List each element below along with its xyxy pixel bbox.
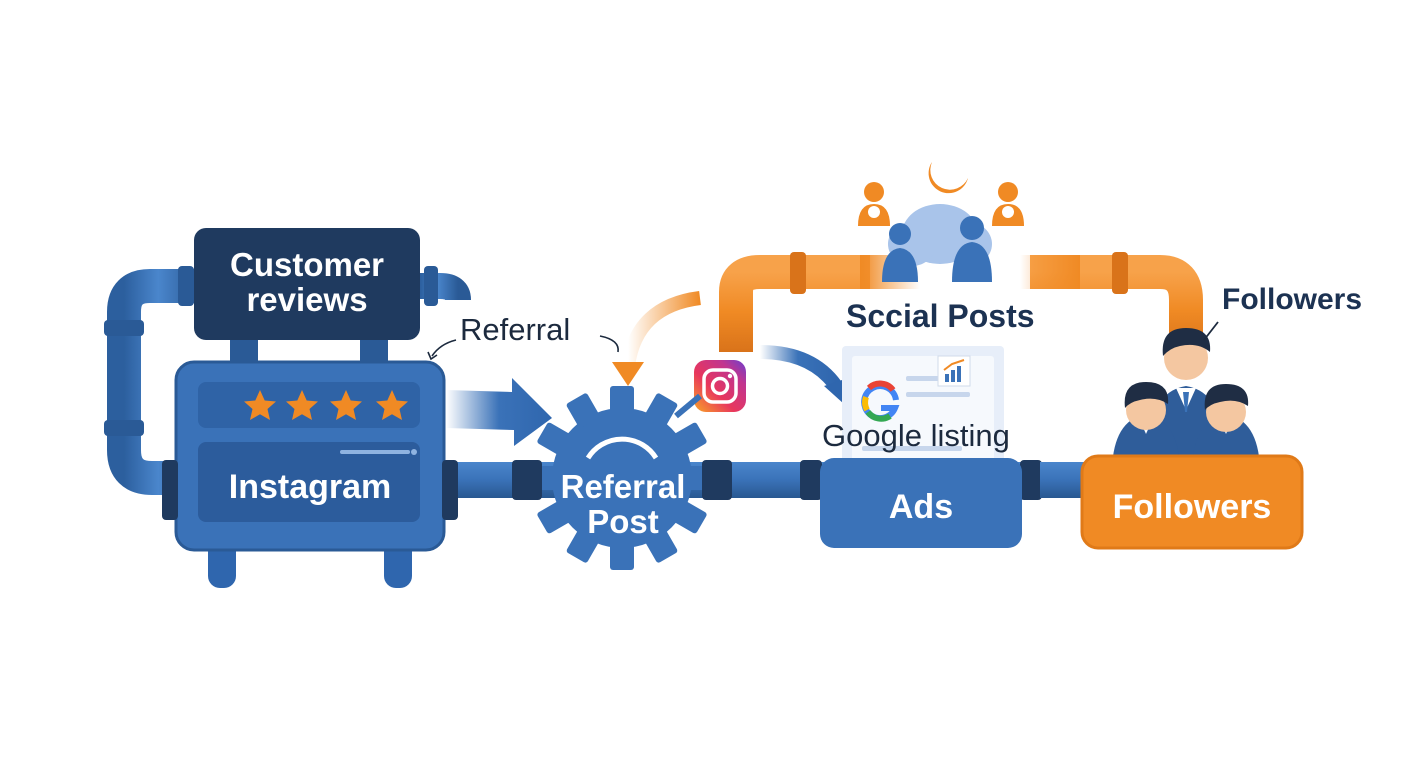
right-loop-pipe xyxy=(420,273,471,302)
instagram-machine xyxy=(162,340,458,588)
referral-post-line-2: Post xyxy=(587,502,659,540)
customer-reviews-label: Customer reviews xyxy=(196,246,418,318)
google-icon xyxy=(861,380,900,422)
social-posts-pipe xyxy=(1030,255,1203,350)
social-posts-pipe xyxy=(719,255,870,352)
left-loop-pipe xyxy=(107,269,200,495)
followers-group xyxy=(1112,328,1260,468)
star-icon xyxy=(376,390,408,420)
moon-icon xyxy=(928,162,968,194)
followers-box-label: Followers xyxy=(1112,488,1272,526)
social-group-icon xyxy=(858,162,1024,282)
star-icon xyxy=(244,390,276,420)
social-posts-label: Sccial Posts xyxy=(846,298,1035,334)
pipe-coupling xyxy=(424,266,438,306)
customer-reviews-line-2: reviews xyxy=(246,280,368,318)
person-icon xyxy=(882,223,918,282)
followers-annotation-label: Followers xyxy=(1222,283,1363,316)
person-icon xyxy=(992,182,1024,226)
person-icon xyxy=(952,216,992,282)
followers-box xyxy=(1082,456,1302,548)
flow-arrow xyxy=(446,378,552,446)
star-icon xyxy=(286,390,318,420)
blue-curved-arrow xyxy=(759,345,842,391)
customer-reviews-line-1: Customer xyxy=(229,246,385,283)
customer-reviews-box xyxy=(194,228,420,340)
pipe-coupling xyxy=(104,320,144,336)
rating-stars xyxy=(244,390,408,420)
referral-post-label: Referral Post xyxy=(540,468,706,540)
google-listing-card xyxy=(842,346,1004,470)
ads-box xyxy=(800,458,1042,548)
pipe-coupling xyxy=(104,420,144,436)
pipe-coupling xyxy=(178,266,194,306)
followers-annotation-arrow xyxy=(1203,321,1219,341)
person-icon xyxy=(858,182,890,226)
instagram-icon xyxy=(694,360,746,412)
referral-annotation-arrow xyxy=(599,335,619,353)
referral-annotation-label: Referral xyxy=(460,312,571,347)
google-listing-label: Google listing xyxy=(822,418,1010,453)
gear-icon xyxy=(512,386,732,570)
orange-curved-arrow xyxy=(621,291,702,368)
ads-label: Ads xyxy=(888,488,954,526)
bar-chart-icon xyxy=(937,355,971,387)
star-icon xyxy=(330,390,362,420)
referral-annotation-arrow xyxy=(431,339,457,357)
instagram-label: Instagram xyxy=(228,468,392,506)
referral-post-line-1: Referral xyxy=(560,468,686,505)
